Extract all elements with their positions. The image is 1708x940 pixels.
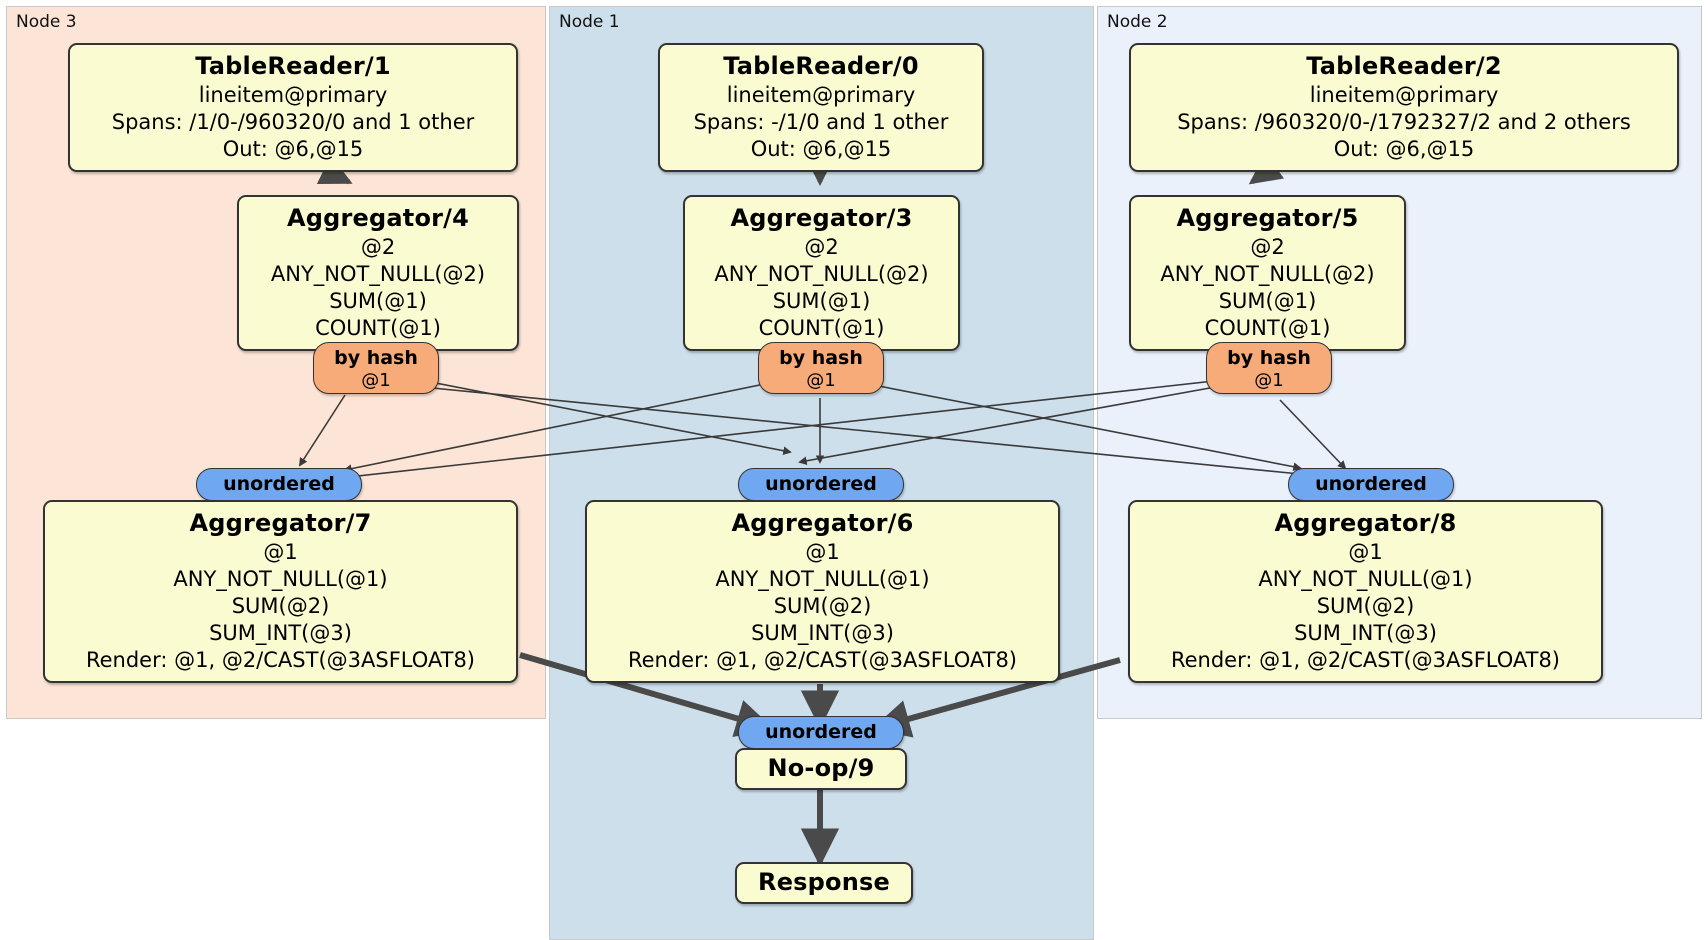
processor-title: Aggregator/4	[286, 204, 470, 232]
processor-detail: COUNT(@1)	[315, 316, 441, 340]
router-column: @1	[1254, 370, 1284, 391]
processor-detail: Render: @1, @2/CAST(@3ASFLOAT8)	[627, 648, 1018, 672]
processor-detail: SUM(@2)	[1316, 594, 1415, 618]
processor-detail: SUM_INT(@3)	[209, 621, 352, 645]
synchronizer-label: unordered	[765, 721, 877, 743]
router-column: @1	[361, 370, 391, 391]
router-label: by hash	[334, 347, 418, 369]
processor-detail: @2	[804, 235, 839, 259]
processor-detail: ANY_NOT_NULL(@2)	[270, 262, 486, 286]
processor-aggregator-6[interactable]: Aggregator/6 @1 ANY_NOT_NULL(@1) SUM(@2)…	[585, 500, 1060, 683]
processor-detail: Spans: /960320/0-/1792327/2 and 2 others	[1177, 110, 1631, 134]
processor-detail: SUM(@1)	[1218, 289, 1317, 313]
processor-noop-9[interactable]: No-op/9	[735, 748, 907, 790]
processor-aggregator-7[interactable]: Aggregator/7 @1 ANY_NOT_NULL(@1) SUM(@2)…	[43, 500, 518, 683]
processor-detail: Render: @1, @2/CAST(@3ASFLOAT8)	[1170, 648, 1561, 672]
synchronizer-label: unordered	[765, 473, 877, 495]
processor-title: Aggregator/6	[731, 509, 914, 537]
processor-detail: Out: @6,@15	[222, 137, 364, 161]
processor-detail: ANY_NOT_NULL(@1)	[715, 567, 930, 591]
processor-detail: SUM_INT(@3)	[1294, 621, 1437, 645]
synchronizer-unordered-mid[interactable]: unordered	[738, 468, 904, 501]
processor-aggregator-3[interactable]: Aggregator/3 @2 ANY_NOT_NULL(@2) SUM(@1)…	[683, 195, 960, 351]
processor-table-reader-1[interactable]: TableReader/1 lineitem@primary Spans: /1…	[68, 43, 518, 172]
processor-detail: SUM(@2)	[773, 594, 872, 618]
processor-detail: Render: @1, @2/CAST(@3ASFLOAT8)	[85, 648, 476, 672]
processor-detail: COUNT(@1)	[758, 316, 885, 340]
processor-title: TableReader/0	[723, 52, 919, 80]
processor-title: Response	[758, 868, 890, 896]
processor-aggregator-5[interactable]: Aggregator/5 @2 ANY_NOT_NULL(@2) SUM(@1)…	[1129, 195, 1406, 351]
processor-aggregator-8[interactable]: Aggregator/8 @1 ANY_NOT_NULL(@1) SUM(@2)…	[1128, 500, 1603, 683]
processor-detail: ANY_NOT_NULL(@2)	[1160, 262, 1375, 286]
router-column: @1	[806, 370, 836, 391]
router-label: by hash	[779, 347, 863, 369]
processor-title: No-op/9	[767, 754, 875, 782]
synchronizer-unordered-final[interactable]: unordered	[738, 716, 904, 749]
processor-detail: @2	[360, 235, 396, 259]
processor-detail: SUM(@1)	[772, 289, 871, 313]
processor-detail: @1	[263, 540, 298, 564]
processor-title: Aggregator/8	[1274, 509, 1457, 537]
processor-detail: Out: @6,@15	[750, 137, 892, 161]
processor-detail: ANY_NOT_NULL(@2)	[714, 262, 929, 286]
processor-response[interactable]: Response	[735, 862, 913, 904]
processor-table-reader-0[interactable]: TableReader/0 lineitem@primary Spans: -/…	[658, 43, 984, 172]
processor-detail: lineitem@primary	[726, 83, 916, 107]
processor-title: Aggregator/7	[189, 509, 372, 537]
node-panel-label: Node 2	[1107, 12, 1168, 32]
synchronizer-unordered-right[interactable]: unordered	[1288, 468, 1454, 501]
processor-detail: Spans: -/1/0 and 1 other	[693, 110, 949, 134]
processor-detail: SUM_INT(@3)	[751, 621, 894, 645]
router-by-hash-right[interactable]: by hash @1	[1206, 342, 1332, 394]
processor-title: Aggregator/3	[730, 204, 913, 232]
node-panel-label: Node 1	[559, 12, 620, 32]
processor-detail: ANY_NOT_NULL(@1)	[1258, 567, 1473, 591]
processor-detail: SUM(@1)	[329, 289, 427, 313]
processor-detail: COUNT(@1)	[1204, 316, 1331, 340]
processor-aggregator-4[interactable]: Aggregator/4 @2 ANY_NOT_NULL(@2) SUM(@1)…	[237, 195, 519, 351]
processor-detail: Spans: /1/0-/960320/0 and 1 other	[111, 110, 475, 134]
processor-detail: lineitem@primary	[198, 83, 388, 107]
router-by-hash-left[interactable]: by hash @1	[313, 342, 439, 394]
processor-table-reader-2[interactable]: TableReader/2 lineitem@primary Spans: /9…	[1129, 43, 1679, 172]
processor-title: TableReader/2	[1306, 52, 1502, 80]
processor-detail: @2	[1250, 235, 1285, 259]
processor-detail: Out: @6,@15	[1333, 137, 1475, 161]
router-label: by hash	[1227, 347, 1311, 369]
processor-detail: lineitem@primary	[1309, 83, 1499, 107]
router-by-hash-mid[interactable]: by hash @1	[758, 342, 884, 394]
synchronizer-unordered-left[interactable]: unordered	[196, 468, 362, 501]
synchronizer-label: unordered	[223, 473, 335, 495]
processor-detail: @1	[1348, 540, 1383, 564]
processor-detail: ANY_NOT_NULL(@1)	[173, 567, 388, 591]
processor-title: TableReader/1	[195, 52, 391, 80]
processor-detail: SUM(@2)	[231, 594, 330, 618]
processor-title: Aggregator/5	[1176, 204, 1359, 232]
synchronizer-label: unordered	[1315, 473, 1427, 495]
processor-detail: @1	[805, 540, 840, 564]
node-panel-label: Node 3	[16, 12, 77, 32]
